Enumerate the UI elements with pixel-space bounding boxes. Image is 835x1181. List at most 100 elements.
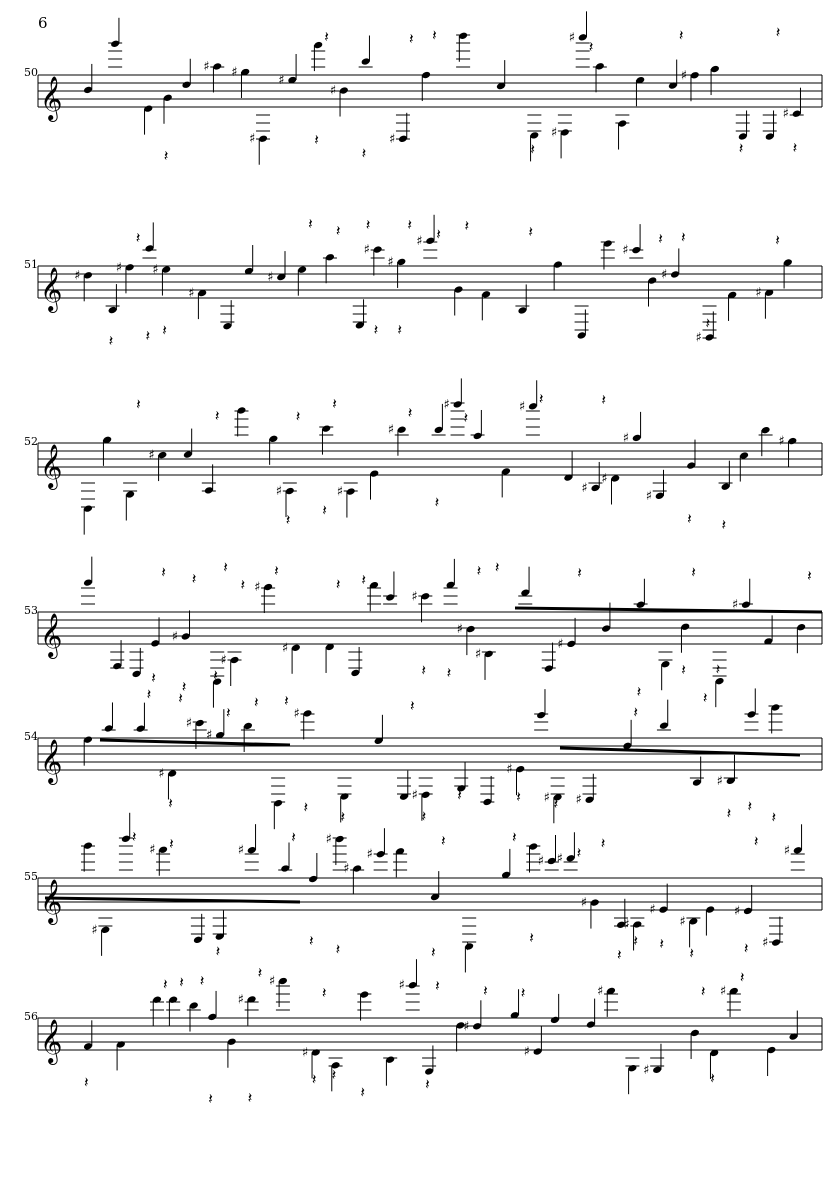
notehead [208,1013,217,1021]
notehead [628,1065,637,1072]
sharp-accidental-icon: ♯ [649,903,655,918]
quarter-rest-icon: 𝄽 [151,669,156,687]
quarter-rest-icon: 𝄽 [169,835,174,853]
quarter-rest-icon: 𝄽 [341,808,346,826]
notehead [764,638,773,645]
sharp-accidental-icon: ♯ [734,904,740,919]
quarter-rest-icon: 𝄽 [258,964,263,982]
quarter-rest-icon: 𝄽 [178,690,183,708]
page-number: 6 [38,14,48,32]
sharp-accidental-icon: ♯ [158,766,164,781]
quarter-rest-icon: 𝄽 [521,984,526,1002]
quarter-rest-icon: 𝄽 [477,562,482,580]
sharp-accidental-icon: ♯ [343,862,349,877]
quarter-rest-icon: 𝄽 [754,833,759,851]
quarter-rest-icon: 𝄽 [421,662,426,680]
treble-clef-icon: 𝄞 [40,1019,62,1065]
quarter-rest-icon: 𝄽 [577,844,582,862]
notehead [528,403,537,410]
notehead [446,581,455,589]
quarter-rest-icon: 𝄽 [200,972,205,990]
notehead [465,943,474,950]
quarter-rest-icon: 𝄽 [286,511,291,529]
notehead [311,1049,320,1056]
notehead [421,71,431,79]
sharp-accidental-icon: ♯ [732,598,738,613]
sharp-accidental-icon: ♯ [152,263,158,278]
notehead [516,765,525,773]
quarter-rest-icon: 𝄽 [727,805,732,823]
notehead [169,996,178,1003]
treble-clef-icon: 𝄞 [40,267,62,313]
sharp-accidental-icon: ♯ [149,843,155,858]
quarter-rest-icon: 𝄽 [554,795,559,813]
notehead [690,72,699,79]
notehead [767,1046,776,1054]
quarter-rest-icon: 𝄽 [703,689,708,707]
quarter-rest-icon: 𝄽 [408,404,413,422]
quarter-rest-icon: 𝄽 [84,1074,89,1092]
notehead [399,793,409,800]
quarter-rest-icon: 𝄽 [659,935,664,953]
sharp-accidental-icon: ♯ [367,847,373,862]
quarter-rest-icon: 𝄽 [314,131,319,149]
notehead [360,991,369,998]
notehead [648,277,657,284]
measure-number-55: 55 [24,870,38,883]
quarter-rest-icon: 𝄽 [637,683,642,701]
notehead [193,936,202,943]
notehead [553,794,562,801]
sharp-accidental-icon: ♯ [172,629,178,644]
sharp-accidental-icon: ♯ [412,788,418,803]
notehead [430,893,440,901]
sharp-accidental-icon: ♯ [679,914,685,929]
notehead [308,875,318,883]
quarter-rest-icon: 𝄽 [145,327,150,345]
treble-clef-icon: 𝄞 [40,739,62,785]
treble-clef-icon: 𝄞 [40,879,62,925]
quarter-rest-icon: 𝄽 [192,570,197,588]
notehead [715,677,724,685]
sharp-accidental-icon: ♯ [249,132,255,147]
sharp-accidental-icon: ♯ [416,234,422,249]
sharp-accidental-icon: ♯ [188,286,194,301]
notehead [611,475,620,482]
notehead [564,474,573,481]
notehead [168,770,177,777]
notehead [687,462,696,469]
quarter-rest-icon: 𝄽 [215,407,220,425]
quarter-rest-icon: 𝄽 [213,667,218,685]
notehead [83,272,93,279]
notehead [740,452,749,459]
notehead [215,731,225,739]
notehead [456,1022,465,1029]
sharp-accidental-icon: ♯ [622,243,628,258]
notehead [501,468,511,475]
notehead [247,996,256,1003]
notehead [567,640,576,648]
note-beam [514,606,823,614]
quarter-rest-icon: 𝄽 [701,982,706,1000]
quarter-rest-icon: 𝄽 [530,140,535,158]
quarter-rest-icon: 𝄽 [716,661,721,679]
quarter-rest-icon: 𝄽 [465,938,470,956]
notehead [721,483,730,490]
sharp-accidental-icon: ♯ [330,84,336,99]
sharp-accidental-icon: ♯ [581,481,587,496]
sharp-accidental-icon: ♯ [544,790,550,805]
notehead [195,719,204,727]
quarter-rest-icon: 𝄽 [322,501,327,519]
sharp-accidental-icon: ♯ [581,896,587,911]
notehead [204,487,213,494]
sharp-accidental-icon: ♯ [762,936,768,951]
quarter-rest-icon: 𝄽 [336,941,341,959]
notehead [227,1038,236,1045]
notehead [661,661,670,668]
measure-number-52: 52 [24,435,38,448]
sharp-accidental-icon: ♯ [276,484,282,499]
quarter-rest-icon: 𝄽 [601,834,606,852]
notehead [425,1068,434,1075]
quarter-rest-icon: 𝄽 [706,314,711,332]
notehead [553,261,563,268]
